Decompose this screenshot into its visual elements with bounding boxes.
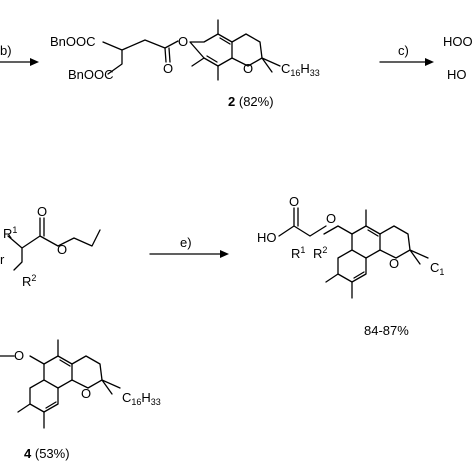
cut-product-top: HOO (443, 34, 473, 49)
cut-left-atom: r (0, 252, 5, 267)
product-ether-o: O (326, 211, 336, 226)
product-carbonyl-o: O (289, 194, 299, 209)
step-b-label: b) (0, 43, 12, 58)
bnooc-lower-label: BnOOC (68, 67, 114, 82)
step-e-label: e) (180, 235, 192, 250)
compound-4-ring-o: O (81, 386, 91, 401)
ester-carbonyl-o: O (163, 61, 173, 76)
ester-link-o: O (178, 34, 188, 49)
bnooc-upper-label: BnOOC (50, 34, 96, 49)
product-r2: R2 (313, 245, 327, 261)
compound-2-structure: b) BnOOC BnOOC O O O C16H33 2 (82%) (0, 19, 320, 109)
step-c-arrow: c) (379, 43, 434, 66)
product-ring-o: O (389, 256, 399, 271)
step-c-label: c) (398, 43, 409, 58)
cut-product-red: HO (447, 67, 467, 82)
compound-4-ether-o: O (14, 348, 24, 363)
compound-4-structure: O O C16H33 4 (53%) (0, 339, 161, 461)
compound-2-chain: C16H33 (281, 61, 320, 78)
reagent-r2: R2 (22, 273, 36, 289)
product-chain-cut: C1 (430, 260, 444, 277)
compound-4-chain: C16H33 (122, 390, 161, 407)
reagent-carbonyl-o: O (37, 204, 47, 219)
bromo-ester-structure: r R1 R2 O O (0, 204, 101, 289)
product-ho: HO (257, 230, 277, 245)
reagent-ester-o: O (57, 242, 67, 257)
compound-2-label: 2 (82%) (228, 94, 274, 109)
compound-4-label: 4 (53%) (24, 446, 70, 461)
step-e-arrow: e) (149, 235, 229, 258)
acid-product-structure: HO O O R1 R2 O C1 84-87% (257, 194, 444, 338)
product-yield: 84-87% (364, 323, 409, 338)
product-r1: R1 (291, 245, 305, 261)
reagent-r1: R1 (3, 225, 17, 241)
chroman-ring-o-2: O (243, 61, 253, 76)
